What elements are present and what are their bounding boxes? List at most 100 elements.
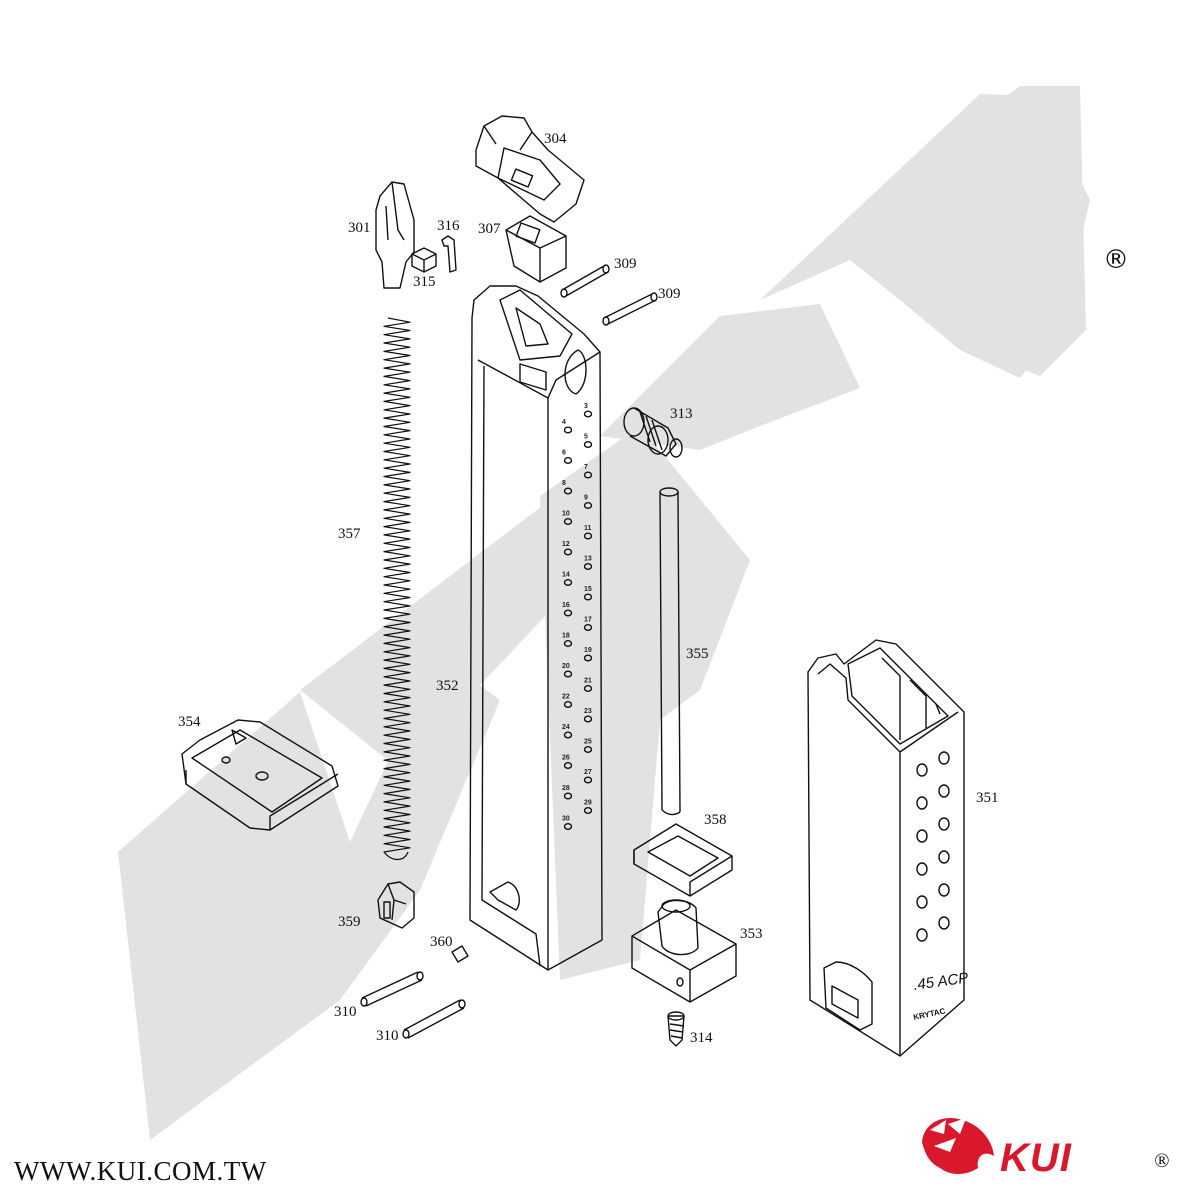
sleeve-hole xyxy=(916,862,928,876)
round-count-hole xyxy=(583,563,593,571)
callout-301: 301 xyxy=(348,220,371,236)
callout-313: 313 xyxy=(670,406,693,422)
sleeve-hole xyxy=(916,796,928,810)
sleeve-hole xyxy=(938,883,950,897)
sleeve-hole xyxy=(938,751,950,765)
round-count-left: 14 xyxy=(562,572,570,579)
part-fill-valve-314 xyxy=(667,1011,685,1047)
round-count-left: 8 xyxy=(562,480,566,487)
round-count-right: 15 xyxy=(584,586,592,593)
part-magazine-body-352 xyxy=(469,285,603,971)
brand-registered-mark: ® xyxy=(1154,1150,1170,1172)
round-count-hole xyxy=(563,670,573,678)
round-count-left: 12 xyxy=(562,541,570,548)
part-pin-309-upper xyxy=(560,264,610,298)
part-gas-tube-355 xyxy=(659,487,681,816)
round-count-left: 30 xyxy=(562,816,570,823)
round-count-hole xyxy=(563,701,573,709)
round-count-hole xyxy=(583,746,593,754)
round-count-hole xyxy=(563,823,573,831)
round-count-right: 17 xyxy=(584,617,592,624)
round-count-right: 3 xyxy=(584,403,588,410)
part-block-307 xyxy=(505,215,567,283)
part-seal-358 xyxy=(633,823,733,897)
part-magazine-sleeve-351 xyxy=(807,639,965,1057)
round-count-left: 10 xyxy=(562,511,570,518)
round-count-right: 27 xyxy=(584,769,592,776)
sleeve-hole xyxy=(938,817,950,831)
callout-357: 357 xyxy=(338,526,361,542)
round-count-right: 23 xyxy=(584,708,592,715)
round-count-hole xyxy=(563,640,573,648)
round-count-hole xyxy=(583,807,593,815)
sleeve-hole xyxy=(938,784,950,798)
part-valve-key-301 xyxy=(375,181,415,289)
callout-353: 353 xyxy=(740,926,763,942)
round-count-hole xyxy=(563,731,573,739)
callout-352: 352 xyxy=(436,678,459,694)
callout-354: 354 xyxy=(178,714,201,730)
round-count-left: 6 xyxy=(562,450,566,457)
round-count-left: 22 xyxy=(562,694,570,701)
round-count-hole xyxy=(563,457,573,465)
round-count-hole xyxy=(563,518,573,526)
callout-316: 316 xyxy=(437,218,460,234)
registered-mark: ® xyxy=(1103,245,1129,275)
round-count-hole xyxy=(563,609,573,617)
round-count-hole xyxy=(563,792,573,800)
sleeve-hole xyxy=(916,895,928,909)
part-pin-309-lower xyxy=(602,292,658,326)
round-count-right: 13 xyxy=(584,556,592,563)
round-count-hole xyxy=(583,502,593,510)
sleeve-hole xyxy=(938,850,950,864)
round-count-hole xyxy=(583,685,593,693)
round-count-hole xyxy=(563,426,573,434)
round-count-hole xyxy=(583,624,593,632)
round-count-left: 26 xyxy=(562,755,570,762)
callout-360: 360 xyxy=(430,934,453,950)
sleeve-caliber-mark: .45 ACP xyxy=(912,969,969,994)
round-count-hole xyxy=(583,410,593,418)
round-count-hole xyxy=(563,579,573,587)
callout-358: 358 xyxy=(704,812,727,828)
round-count-left: 4 xyxy=(562,419,566,426)
round-count-left: 24 xyxy=(562,724,570,731)
round-count-hole xyxy=(583,532,593,540)
callout-310-upper: 310 xyxy=(334,1004,357,1020)
callout-309-lower: 309 xyxy=(658,286,681,302)
round-count-hole xyxy=(583,715,593,723)
round-count-right: 29 xyxy=(584,800,592,807)
round-count-right: 5 xyxy=(584,434,588,441)
sleeve-hole xyxy=(916,829,928,843)
callout-307: 307 xyxy=(478,221,501,237)
part-pin-310-upper xyxy=(360,971,424,1007)
round-count-hole xyxy=(563,762,573,770)
round-count-right: 7 xyxy=(584,464,588,471)
part-pin-360 xyxy=(451,945,469,963)
brand-logo-text: KUI xyxy=(1000,1136,1072,1180)
callout-labels: 304 301 316 307 315 309 309 313 357 352 … xyxy=(178,131,999,1046)
website-url[interactable]: WWW.KUI.COM.TW xyxy=(14,1156,267,1186)
sleeve-hole xyxy=(916,928,928,942)
callout-314: 314 xyxy=(690,1030,713,1046)
part-baseplate-354 xyxy=(181,719,339,831)
callout-304: 304 xyxy=(544,131,567,147)
callout-310-lower: 310 xyxy=(376,1028,399,1044)
callout-351: 351 xyxy=(976,790,999,806)
part-follower-304 xyxy=(475,115,585,223)
round-count-left: 16 xyxy=(562,602,570,609)
round-count-right: 11 xyxy=(584,525,592,532)
round-count-right: 21 xyxy=(584,678,592,685)
sleeve-hole xyxy=(938,916,950,930)
round-count-left: 18 xyxy=(562,633,570,640)
round-count-hole xyxy=(563,548,573,556)
part-valve-313 xyxy=(623,407,683,458)
round-count-left: 20 xyxy=(562,663,570,670)
callout-359: 359 xyxy=(338,914,361,930)
round-count-hole xyxy=(583,593,593,601)
part-magazine-spring-357 xyxy=(383,317,411,861)
part-catch-315 xyxy=(411,247,437,273)
round-count-left: 28 xyxy=(562,785,570,792)
callout-315: 315 xyxy=(413,274,436,290)
